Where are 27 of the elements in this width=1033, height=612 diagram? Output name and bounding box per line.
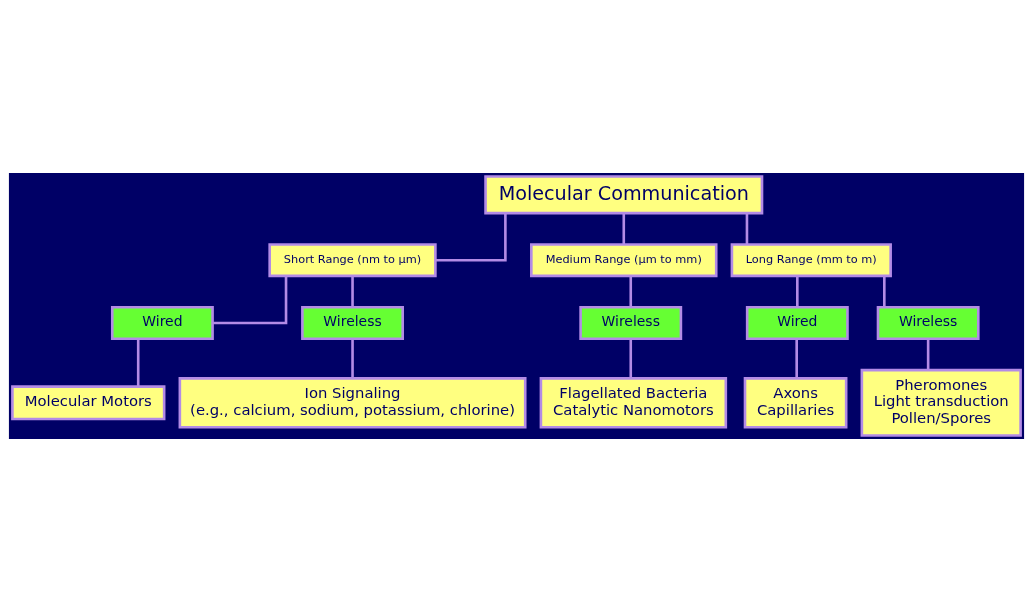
connector (629, 338, 633, 379)
node-box: Wireless (301, 306, 404, 340)
node-box: Wired (110, 306, 214, 340)
node-box: Medium Range (µm to mm) (530, 243, 718, 278)
node-box: Flagellated Bacteria Catalytic Nanomotors (539, 377, 728, 429)
connector (435, 213, 507, 262)
node-box: Short Range (nm to µm) (268, 243, 437, 278)
node-box: Ion Signaling (e.g., calcium, sodium, potassium, chlorine) (178, 377, 527, 429)
connector (212, 276, 288, 325)
node-box: Long Range (mm to m) (730, 243, 892, 278)
node-box: Axons Capillaries (743, 377, 848, 429)
connector (926, 338, 930, 370)
node-box: Wired (745, 306, 849, 340)
connector (351, 338, 354, 379)
connector (745, 213, 749, 245)
node-box: Molecular Communication (484, 175, 764, 215)
connector (795, 338, 798, 379)
node-box: Wireless (876, 306, 980, 340)
node-box: Pheromones Light transduction Pollen/Spores (860, 368, 1022, 437)
node-box: Wireless (579, 306, 683, 340)
node-box: Molecular Motors (11, 385, 166, 421)
connector (351, 276, 354, 307)
connector (796, 276, 799, 307)
connector (622, 213, 626, 245)
connector (883, 276, 886, 307)
connector (629, 276, 633, 307)
connector (136, 338, 140, 387)
